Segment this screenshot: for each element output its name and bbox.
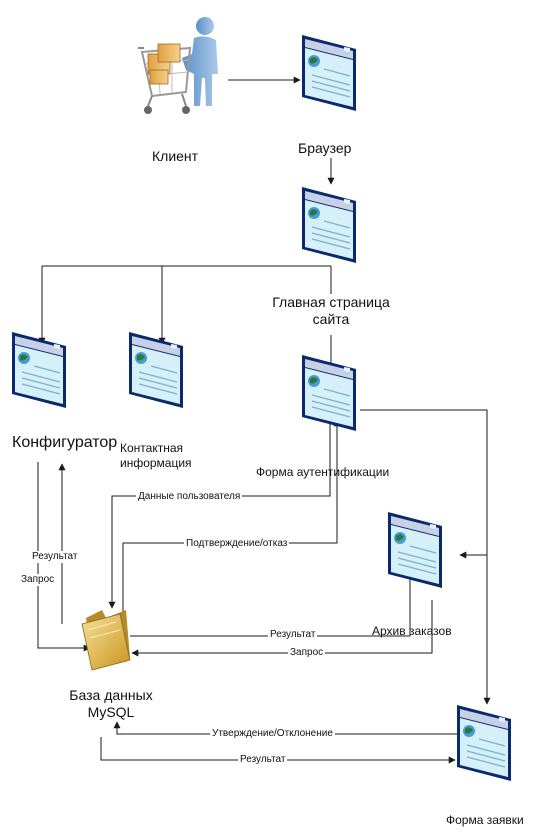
web-page-icon [457, 705, 511, 781]
browser-node [300, 33, 364, 118]
edge-label-form-result: Результат [238, 754, 288, 766]
client-label: Клиент [152, 148, 199, 164]
edge-label-confirm-reject: Подтверждение/отказ [184, 538, 290, 550]
database-node [80, 604, 134, 672]
edge-label-archive-request: Запрос [288, 647, 326, 659]
edge-form-approve [113, 721, 457, 735]
contact-info-label: Контактная информация [120, 441, 192, 470]
main-page-label: Главная страница сайта [272, 294, 390, 327]
auth-form-node [300, 353, 364, 438]
order-archive-node [386, 510, 450, 595]
request-form-label: Форма заявки [446, 813, 524, 827]
edge-label-user-data: Данные пользователя [136, 491, 243, 503]
request-form-node [455, 703, 519, 788]
web-page-icon [129, 332, 183, 408]
configurator-node [10, 330, 74, 415]
contact-info-node [127, 330, 191, 415]
folder-icon [81, 610, 131, 671]
web-page-icon [12, 332, 66, 408]
web-page-icon [302, 355, 356, 431]
client-node [134, 14, 228, 124]
web-page-icon [388, 512, 442, 588]
edge-db-archive-result [130, 569, 414, 637]
edge-label-config-result: Результат [30, 551, 80, 563]
shopper-with-cart-icon [138, 17, 218, 114]
edge-label-config-request: Запрос [19, 574, 57, 586]
browser-label: Браузер [298, 140, 352, 156]
edge-config-request [37, 462, 91, 652]
edge-auth-trunk [360, 409, 491, 705]
order-archive-label: Архив заказов [372, 624, 452, 638]
edge-db-form-result [100, 737, 456, 764]
web-page-icon [302, 187, 356, 263]
database-label: База данных MySQL [69, 687, 153, 720]
edge-archive-db-request [131, 600, 433, 657]
edge-label-archive-result: Результат [268, 629, 318, 641]
configurator-label: Конфигуратор [12, 434, 118, 451]
web-page-icon [302, 35, 356, 111]
auth-form-label: Форма аутентификации [256, 465, 390, 479]
main-page-node [300, 185, 364, 270]
edge-label-approve-decline: Утверждение/Отклонение [210, 728, 335, 740]
